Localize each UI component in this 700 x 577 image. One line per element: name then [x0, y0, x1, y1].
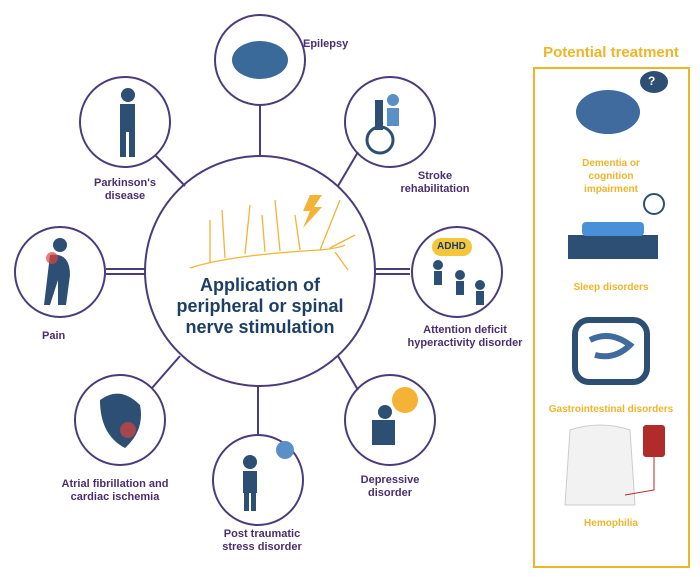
- treatment-gastrointestinal: Gastrointestinal disorders: [548, 404, 674, 415]
- lightning-icon: [303, 195, 322, 228]
- back-pain-icon: [44, 238, 70, 305]
- center-title: Application of peripheral or spinal nerv…: [176, 275, 344, 337]
- intestine-icon: [572, 317, 650, 385]
- treatment-sleep: Sleep disorders: [573, 282, 649, 293]
- connector-atrial: [151, 355, 181, 389]
- label-pain: Pain: [42, 330, 66, 342]
- circle-parkinsons: [79, 76, 171, 168]
- children-icon: [433, 260, 485, 305]
- treatment-title: Potential treatment: [543, 44, 679, 61]
- circle-atrial: [74, 374, 166, 466]
- question-bubble: ?: [648, 74, 656, 88]
- center-circle: [144, 155, 376, 387]
- label-atrial: Atrial fibrillation and cardiac ischemia: [61, 478, 169, 503]
- bed-clock-icon: [568, 193, 665, 259]
- treatment-dementia: Dementia or cognition impairment: [582, 158, 640, 195]
- circle-epilepsy: [214, 14, 306, 106]
- connector-stroke: [337, 151, 359, 187]
- puzzle-brain-icon: [576, 71, 668, 134]
- treatment-hemophilia: Hemophilia: [584, 518, 638, 529]
- stressed-person-icon: [243, 441, 294, 511]
- treatment-panel: [533, 67, 690, 568]
- label-epilepsy: Epilepsy: [303, 38, 349, 50]
- circle-adhd: [411, 226, 503, 318]
- label-adhd: Attention deficit hyperactivity disorder: [407, 324, 523, 349]
- circle-stroke: [344, 76, 436, 168]
- tremor-person-icon: [120, 88, 135, 157]
- circle-ptsd: [212, 434, 304, 526]
- heart-icon: [100, 393, 141, 448]
- circle-pain: [14, 226, 106, 318]
- blood-bag-icon: [564, 424, 665, 506]
- adhd-badge-label: ADHD: [437, 241, 466, 252]
- connector-parkinsons: [154, 154, 186, 187]
- brain-icon: [232, 41, 288, 79]
- connector-depressive: [337, 355, 359, 391]
- nerve-icon: [189, 199, 356, 271]
- label-ptsd: Post traumatic stress disorder: [222, 528, 302, 553]
- circle-depressive: [344, 374, 436, 466]
- wheelchair-icon: [365, 94, 399, 155]
- label-depressive: Depressive disorder: [360, 474, 420, 499]
- label-stroke: Stroke rehabilitation: [400, 170, 470, 195]
- adhd-badge: [432, 238, 472, 256]
- sad-person-icon: [372, 387, 418, 445]
- label-parkinsons: Parkinson's disease: [94, 177, 156, 202]
